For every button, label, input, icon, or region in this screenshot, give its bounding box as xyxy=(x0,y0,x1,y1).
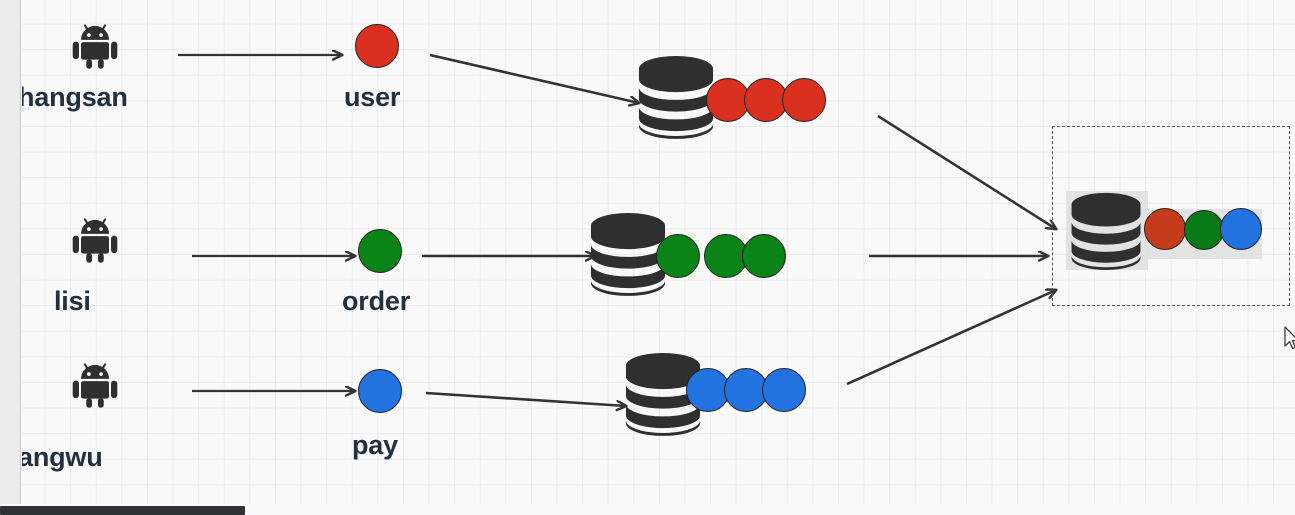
aggregate-record-red[interactable] xyxy=(1144,208,1186,250)
actor-label-zhangsan: hangsan xyxy=(22,82,128,112)
android-robot-icon xyxy=(71,363,119,409)
record-circle[interactable] xyxy=(656,234,700,278)
database-cylinder-icon xyxy=(590,213,666,296)
aggregate-box[interactable] xyxy=(1052,126,1290,306)
record-circle[interactable] xyxy=(724,368,768,412)
actor-label-wangwu: angwu xyxy=(22,442,103,472)
record-circle[interactable] xyxy=(686,368,730,412)
actor-label-lisi: lisi xyxy=(54,286,91,316)
android-robot-icon xyxy=(71,218,119,264)
aggregate-record-green[interactable] xyxy=(1184,210,1224,250)
android-robot-icon xyxy=(71,24,119,70)
service-node-user[interactable] xyxy=(355,24,399,68)
service-label-user: user xyxy=(344,82,401,112)
service-label-order: order xyxy=(342,286,411,316)
service-node-pay[interactable] xyxy=(358,369,402,413)
arrow-pay-to-db3 xyxy=(425,391,626,406)
arrow-db3-to-aggregate xyxy=(846,290,1056,386)
aggregate-record-blue[interactable] xyxy=(1220,208,1262,250)
diagram-canvas[interactable]: hangsan user lisi order angwu pay xyxy=(22,0,1295,515)
horizontal-scrollbar-thumb[interactable] xyxy=(0,506,245,515)
service-label-pay: pay xyxy=(352,430,398,460)
record-circle[interactable] xyxy=(762,368,806,412)
arrow-user-to-db1 xyxy=(429,53,639,103)
record-circle[interactable] xyxy=(704,234,748,278)
database-cylinder-icon xyxy=(638,56,714,139)
arrow-db1-to-aggregate xyxy=(877,114,1056,229)
left-gutter xyxy=(0,0,21,515)
service-node-order[interactable] xyxy=(358,229,402,273)
record-circle[interactable] xyxy=(742,234,786,278)
selection-highlight-db xyxy=(1066,191,1148,270)
record-circle[interactable] xyxy=(744,78,788,122)
horizontal-scrollbar-track[interactable] xyxy=(0,504,1295,515)
record-circle[interactable] xyxy=(782,78,826,122)
